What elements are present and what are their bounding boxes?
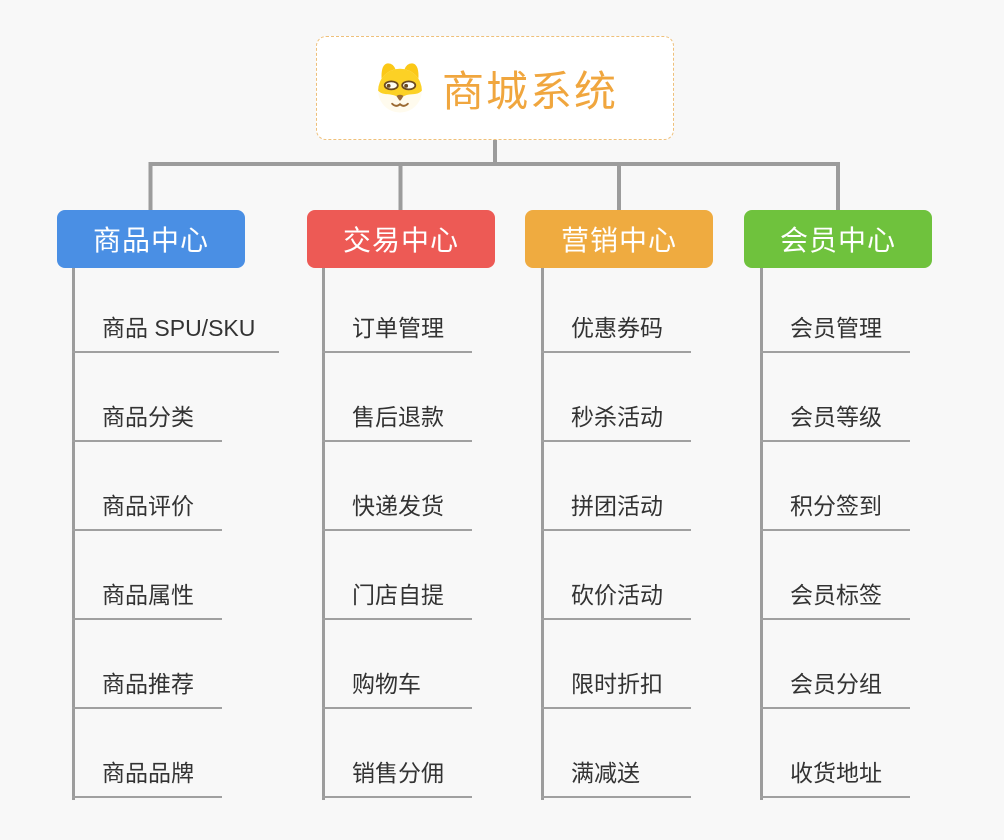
leaf-item[interactable]: 销售分佣: [322, 709, 472, 798]
leaf-column-member: 会员管理 会员等级 积分签到 会员标签 会员分组 收货地址: [760, 267, 910, 798]
leaf-item[interactable]: 收货地址: [760, 709, 910, 798]
leaf-column-trade: 订单管理 售后退款 快递发货 门店自提 购物车 销售分佣: [322, 267, 472, 798]
leaf-item[interactable]: 砍价活动: [541, 531, 691, 620]
leaf-item[interactable]: 会员等级: [760, 353, 910, 442]
leaf-item[interactable]: 拼团活动: [541, 442, 691, 531]
branch-label: 会员中心: [779, 225, 896, 256]
branch-label: 交易中心: [342, 225, 459, 256]
leaf-item[interactable]: 售后退款: [322, 353, 472, 442]
branch-node-member-center[interactable]: 会员中心: [744, 210, 932, 268]
branch-node-marketing-center[interactable]: 营销中心: [525, 210, 713, 268]
leaf-trunks: [72, 265, 763, 800]
leaf-column-product: 商品 SPU/SKU 商品分类 商品评价 商品属性 商品推荐 商品品牌: [72, 267, 280, 798]
leaf-item[interactable]: 快递发货: [322, 442, 472, 531]
leaf-item[interactable]: 商品分类: [72, 353, 222, 442]
leaf-item[interactable]: 满减送: [541, 709, 691, 798]
leaf-item[interactable]: 会员标签: [760, 531, 910, 620]
leaf-column-marketing: 优惠券码 秒杀活动 拼团活动 砍价活动 限时折扣 满减送: [541, 267, 691, 798]
leaf-item[interactable]: 购物车: [322, 620, 472, 709]
root-node[interactable]: 商城系统: [316, 36, 674, 140]
leaf-item[interactable]: 积分签到: [760, 442, 910, 531]
branch-label: 商品中心: [92, 225, 209, 256]
leaf-item[interactable]: 商品品牌: [72, 709, 222, 798]
leaf-item[interactable]: 商品推荐: [72, 620, 222, 709]
leaf-item[interactable]: 商品 SPU/SKU: [72, 267, 280, 353]
leaf-item[interactable]: 优惠券码: [541, 267, 691, 353]
leaf-item[interactable]: 商品评价: [72, 442, 222, 531]
branch-connectors: [148, 140, 840, 212]
leaf-item[interactable]: 会员分组: [760, 620, 910, 709]
branch-node-product-center[interactable]: 商品中心: [57, 210, 245, 268]
dog-face-icon: [378, 63, 422, 113]
branch-label: 营销中心: [560, 225, 677, 256]
branch-node-trade-center[interactable]: 交易中心: [307, 210, 495, 268]
leaf-item[interactable]: 限时折扣: [541, 620, 691, 709]
leaf-item[interactable]: 门店自提: [322, 531, 472, 620]
leaf-item[interactable]: 商品属性: [72, 531, 222, 620]
leaf-item[interactable]: 秒杀活动: [541, 353, 691, 442]
leaf-item[interactable]: 订单管理: [322, 267, 472, 353]
leaf-item[interactable]: 会员管理: [760, 267, 910, 353]
root-title: 商城系统: [441, 67, 618, 115]
